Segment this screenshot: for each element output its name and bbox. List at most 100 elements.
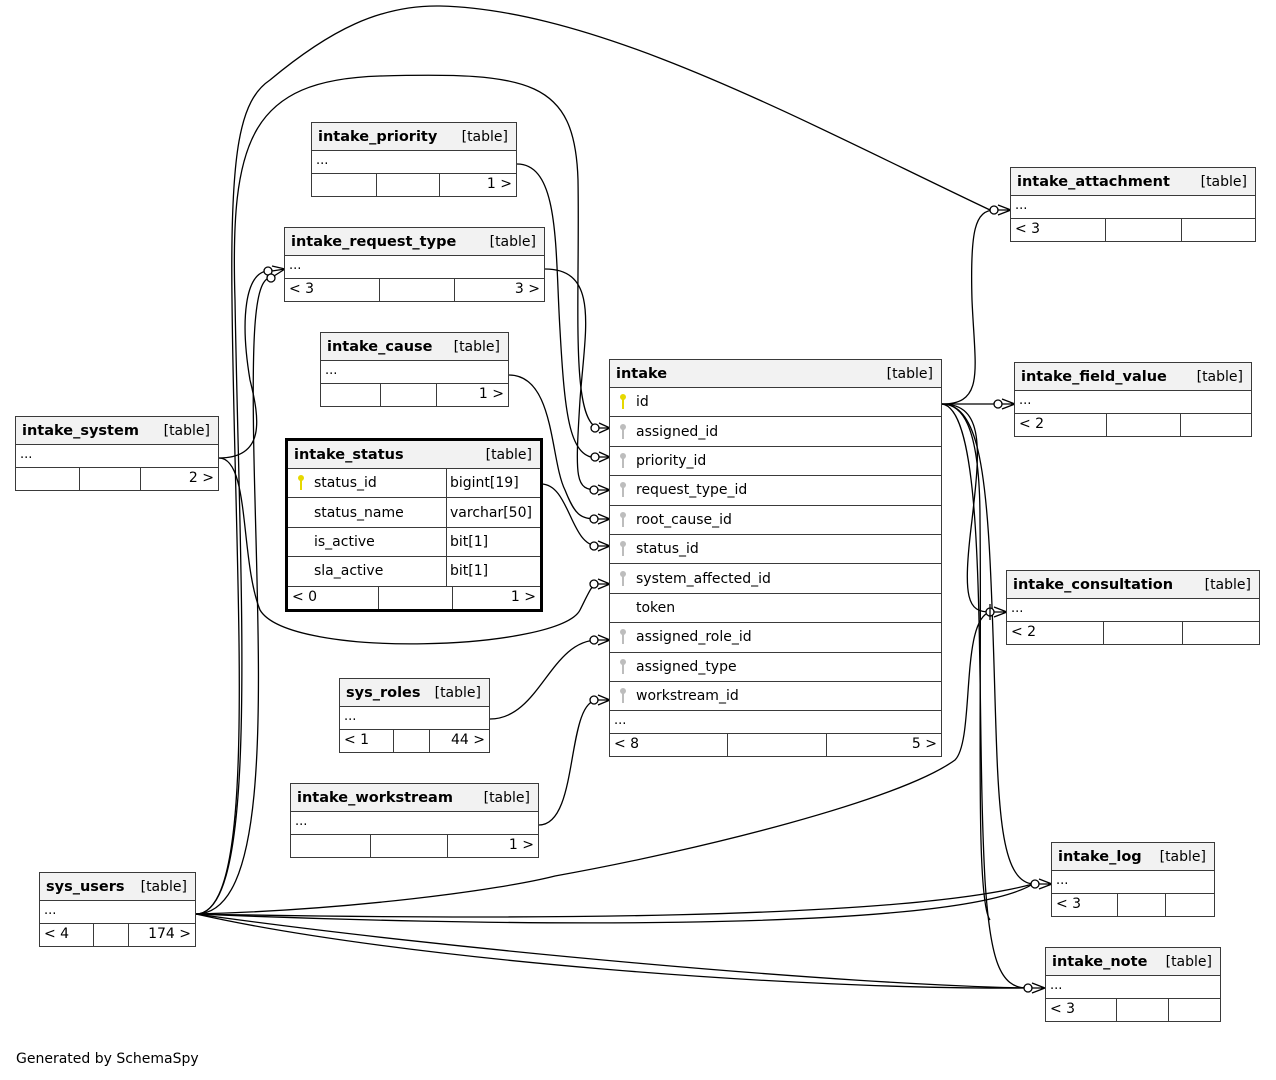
table-name: sys_users xyxy=(46,878,125,895)
column-type: varchar[50] xyxy=(446,498,540,527)
table-intake-note[interactable]: intake_note [table] ... < 3 xyxy=(1045,947,1221,1022)
column-row[interactable]: is_active bit[1] xyxy=(288,527,540,558)
column-row[interactable]: status_name varchar[50] xyxy=(288,498,540,528)
column-row[interactable]: assigned_type xyxy=(610,653,941,682)
parents-count[interactable] xyxy=(321,384,380,406)
table-intake-system[interactable]: intake_system [table] ... 2 > xyxy=(15,416,219,491)
table-intake-field-value[interactable]: intake_field_value [table] ... < 2 xyxy=(1014,362,1252,437)
table-intake-priority[interactable]: intake_priority [table] ... 1 > xyxy=(311,122,517,197)
columns-ellipsis: ... xyxy=(1015,391,1251,414)
children-count[interactable] xyxy=(1181,219,1255,241)
table-type: [table] xyxy=(1165,953,1212,970)
table-intake-attachment[interactable]: intake_attachment [table] ... < 3 xyxy=(1010,167,1256,242)
children-count[interactable]: 1 > xyxy=(439,174,516,196)
table-header: intake_field_value [table] xyxy=(1015,363,1251,391)
children-count[interactable]: 5 > xyxy=(826,734,941,757)
primary-key-icon xyxy=(620,394,626,410)
parents-count[interactable]: < 3 xyxy=(289,281,315,297)
edge-roles xyxy=(489,639,599,720)
table-footer: 1 > xyxy=(291,835,538,857)
crowsfoot xyxy=(1038,878,1053,890)
columns-ellipsis: ... xyxy=(16,445,218,468)
foreign-key-icon xyxy=(620,541,626,557)
parents-count[interactable]: < 3 xyxy=(1015,221,1041,237)
table-intake-request-type[interactable]: intake_request_type [table] ... < 3 3 > xyxy=(284,227,545,302)
column-row[interactable]: id xyxy=(610,388,941,418)
column-row[interactable]: assigned_id xyxy=(610,417,941,447)
table-intake-workstream[interactable]: intake_workstream [table] ... 1 > xyxy=(290,783,539,858)
rows-count xyxy=(1105,219,1181,241)
table-header: intake [table] xyxy=(610,360,941,388)
children-count[interactable] xyxy=(1168,999,1220,1021)
parents-count[interactable]: < 3 xyxy=(1056,896,1082,912)
column-row[interactable]: workstream_id xyxy=(610,682,941,712)
column-row[interactable]: token xyxy=(610,594,941,624)
column-row[interactable]: priority_id xyxy=(610,447,941,477)
edge-users-consultation xyxy=(195,611,991,915)
parents-count[interactable]: < 1 xyxy=(344,732,370,748)
column-row[interactable]: status_id bigint[19] xyxy=(288,469,540,499)
column-type: bit[1] xyxy=(446,557,540,586)
table-type: [table] xyxy=(489,233,536,250)
table-header: intake_note [table] xyxy=(1046,948,1220,976)
table-sys-roles[interactable]: sys_roles [table] ... < 1 44 > xyxy=(339,678,490,753)
parents-count[interactable]: < 2 xyxy=(1019,416,1045,432)
parents-count[interactable]: < 3 xyxy=(1050,1001,1076,1017)
table-header: sys_users [table] xyxy=(40,873,195,901)
edge-id-log xyxy=(941,403,1034,885)
table-footer: < 0 1 > xyxy=(288,586,540,609)
table-footer: < 8 5 > xyxy=(610,734,941,757)
column-row[interactable]: root_cause_id xyxy=(610,506,941,535)
edge-users-log-1 xyxy=(195,883,1034,918)
parents-count[interactable] xyxy=(312,174,376,196)
column-name: id xyxy=(636,394,649,411)
children-count[interactable]: 44 > xyxy=(429,730,489,752)
children-count[interactable]: 1 > xyxy=(452,586,540,609)
children-count[interactable]: 174 > xyxy=(128,924,195,946)
table-intake-status[interactable]: intake_status [table] status_id bigint[1… xyxy=(285,438,543,612)
column-row[interactable]: assigned_role_id xyxy=(610,623,941,653)
column-type: bigint[19] xyxy=(446,469,540,498)
column-name: system_affected_id xyxy=(636,570,771,587)
table-name: intake_request_type xyxy=(291,233,457,250)
table-header: intake_attachment [table] xyxy=(1011,168,1255,196)
columns-ellipsis: ... xyxy=(285,256,544,279)
edge-users-log-2 xyxy=(195,883,1034,924)
parents-count[interactable]: < 0 xyxy=(292,588,318,605)
columns-ellipsis: ... xyxy=(1046,976,1220,999)
children-count[interactable] xyxy=(1165,894,1214,916)
rows-count xyxy=(393,730,429,752)
edge-users-note-1 xyxy=(195,913,1028,989)
table-intake-consultation[interactable]: intake_consultation [table] ... < 2 xyxy=(1006,570,1260,645)
parents-count[interactable] xyxy=(16,468,79,490)
rows-count xyxy=(1106,414,1180,436)
children-count[interactable]: 3 > xyxy=(454,279,544,301)
edge-system xyxy=(218,457,599,645)
parents-count[interactable]: < 4 xyxy=(44,926,70,942)
column-name: is_active xyxy=(314,533,375,550)
columns-ellipsis: ... xyxy=(1052,871,1214,894)
column-row[interactable]: request_type_id xyxy=(610,476,941,506)
table-intake-log[interactable]: intake_log [table] ... < 3 xyxy=(1051,842,1215,917)
table-name: intake_field_value xyxy=(1021,368,1167,385)
children-count[interactable]: 2 > xyxy=(140,468,218,490)
table-name: intake_attachment xyxy=(1017,173,1170,190)
table-intake-cause[interactable]: intake_cause [table] ... 1 > xyxy=(320,332,509,407)
crowsfoot xyxy=(271,265,286,277)
column-row[interactable]: status_id xyxy=(610,535,941,565)
children-count[interactable]: 1 > xyxy=(436,384,508,406)
table-sys-users[interactable]: sys_users [table] ... < 4 174 > xyxy=(39,872,196,947)
children-count[interactable]: 1 > xyxy=(447,835,538,857)
parents-count[interactable] xyxy=(291,835,370,857)
table-intake[interactable]: intake [table] id assigned_id priority_i… xyxy=(609,359,942,758)
crowsfoot xyxy=(597,578,611,590)
table-name: intake_workstream xyxy=(297,789,453,806)
children-count[interactable] xyxy=(1180,414,1251,436)
edge-workstream xyxy=(538,699,599,826)
children-count[interactable] xyxy=(1182,622,1259,644)
parents-count[interactable]: < 8 xyxy=(614,736,640,753)
table-type: [table] xyxy=(434,684,481,701)
parents-count[interactable]: < 2 xyxy=(1011,624,1037,640)
column-row[interactable]: sla_active bit[1] xyxy=(288,557,540,587)
column-row[interactable]: system_affected_id xyxy=(610,564,941,594)
